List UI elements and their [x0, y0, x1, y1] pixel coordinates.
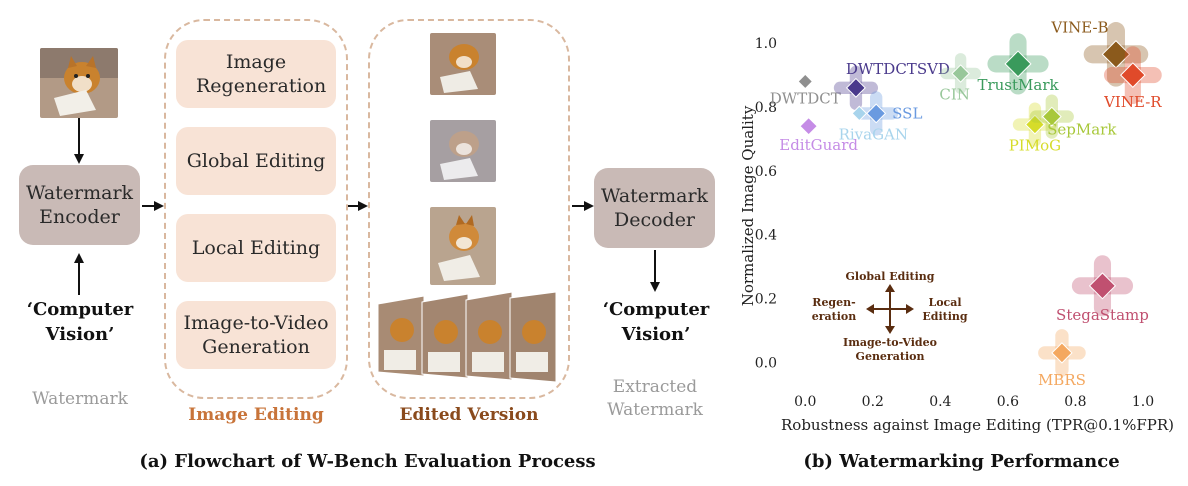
input-message-text: ‘Computer Vision’: [26, 299, 134, 345]
point-label: EditGuard: [779, 136, 858, 154]
edited-image-global: [430, 120, 496, 182]
point-label: DWTDCT: [770, 89, 841, 107]
point-label: RivaGAN: [839, 125, 908, 143]
x-tick-label: 1.0: [1132, 394, 1154, 410]
point-label: DWTDCTSVD: [846, 60, 950, 78]
y-tick-label: 0.6: [755, 164, 777, 180]
watermark-encoder-block: Watermark Encoder: [19, 165, 140, 245]
decoder-label: Watermark Decoder: [600, 185, 709, 231]
y-tick-label: 1.0: [755, 36, 777, 52]
y-tick-label: 0.2: [755, 292, 777, 308]
point-label: VINE-R: [1103, 93, 1162, 111]
compass-left-label: Regen-eration: [811, 296, 857, 323]
scatter-chart: 0.0 0.2 0.4 0.6 0.8 1.0 0.0 0.2 0.4 0.6 0.8 1.0Robu…: [739, 18, 1174, 434]
point-label: SSL: [892, 104, 922, 122]
x-tick-label: 0.2: [862, 394, 884, 410]
point-label: StegaStamp: [1056, 306, 1149, 324]
point-sepmark: [1041, 106, 1062, 127]
point-ssl: [866, 103, 887, 124]
point-label: TrustMark: [977, 76, 1059, 94]
edit-box-i2v: Image-to-Video Generation: [176, 301, 336, 369]
point-vine-r: [1120, 62, 1146, 88]
edited-image-local: [430, 207, 496, 285]
edit-box-regeneration: Image Regeneration: [176, 40, 336, 108]
output-message-text: ‘Computer Vision’: [602, 299, 710, 345]
image-editing-group: [164, 19, 348, 399]
point-rivagan: [851, 105, 868, 122]
encoder-label: Watermark Encoder: [25, 182, 134, 228]
point-label: MBRS: [1038, 371, 1086, 389]
point-editguard: [799, 116, 818, 136]
extracted-watermark-label: Extracted Watermark: [607, 377, 703, 420]
point-label: VINE-B: [1050, 18, 1108, 36]
watermark-decoder-block: Watermark Decoder: [594, 168, 715, 248]
edit-box-local: Local Editing: [176, 214, 336, 282]
point-mbrs: [1051, 342, 1073, 364]
point-pimog: [1024, 114, 1045, 135]
point-label: PIMoG: [1009, 137, 1061, 155]
y-tick-label: 0.8: [755, 100, 777, 116]
point-stegastamp: [1088, 272, 1117, 300]
x-tick-label: 0.4: [929, 394, 951, 410]
point-trustmark: [1004, 50, 1032, 78]
compass-up-label: Global Editing: [845, 270, 935, 283]
edit-box-global: Global Editing: [176, 127, 336, 195]
y-axis-label: Normalized Image Quality: [739, 105, 757, 306]
point-dwtdct: [797, 73, 814, 90]
image-editing-label: Image Editing: [188, 405, 324, 425]
edit-global-label: Global Editing: [186, 150, 326, 172]
compass-arrows-icon: [866, 284, 914, 334]
y-tick-label: 0.0: [755, 355, 777, 371]
x-tick-label: 0.0: [794, 394, 816, 410]
caption-b: (b) Watermarking Performance: [803, 451, 1120, 472]
y-tick-label: 0.4: [755, 228, 777, 244]
point-label: SepMark: [1047, 121, 1117, 139]
caption-a: (a) Flowchart of W-Bench Evaluation Proc…: [139, 451, 596, 472]
point-vine-b: [1101, 40, 1131, 69]
x-tick-label: 0.8: [1064, 394, 1086, 410]
flow-arrows: [74, 118, 660, 295]
edit-regeneration-label: Image Regeneration: [196, 51, 327, 97]
x-tick-label: 0.6: [997, 394, 1019, 410]
point-label: CIN: [939, 85, 970, 103]
point-cin: [951, 64, 970, 83]
watermark-label: Watermark: [32, 389, 128, 409]
edit-i2v-label: Image-to-Video Generation: [183, 312, 329, 358]
edited-version-group: [368, 19, 570, 399]
edited-version-label: Edited Version: [399, 405, 539, 425]
edit-local-label: Local Editing: [191, 237, 321, 259]
edited-video-frames: [377, 291, 558, 384]
edited-image-regenerated: [430, 33, 496, 95]
x-axis-label: Robustness against Image Editing (TPR@0.…: [781, 416, 1174, 434]
flowchart-panel: Watermark Encoder ‘Computer Vision’ Wate…: [19, 19, 715, 472]
point-dwtdctsvd: [845, 77, 866, 98]
source-dog-image: [40, 48, 118, 118]
